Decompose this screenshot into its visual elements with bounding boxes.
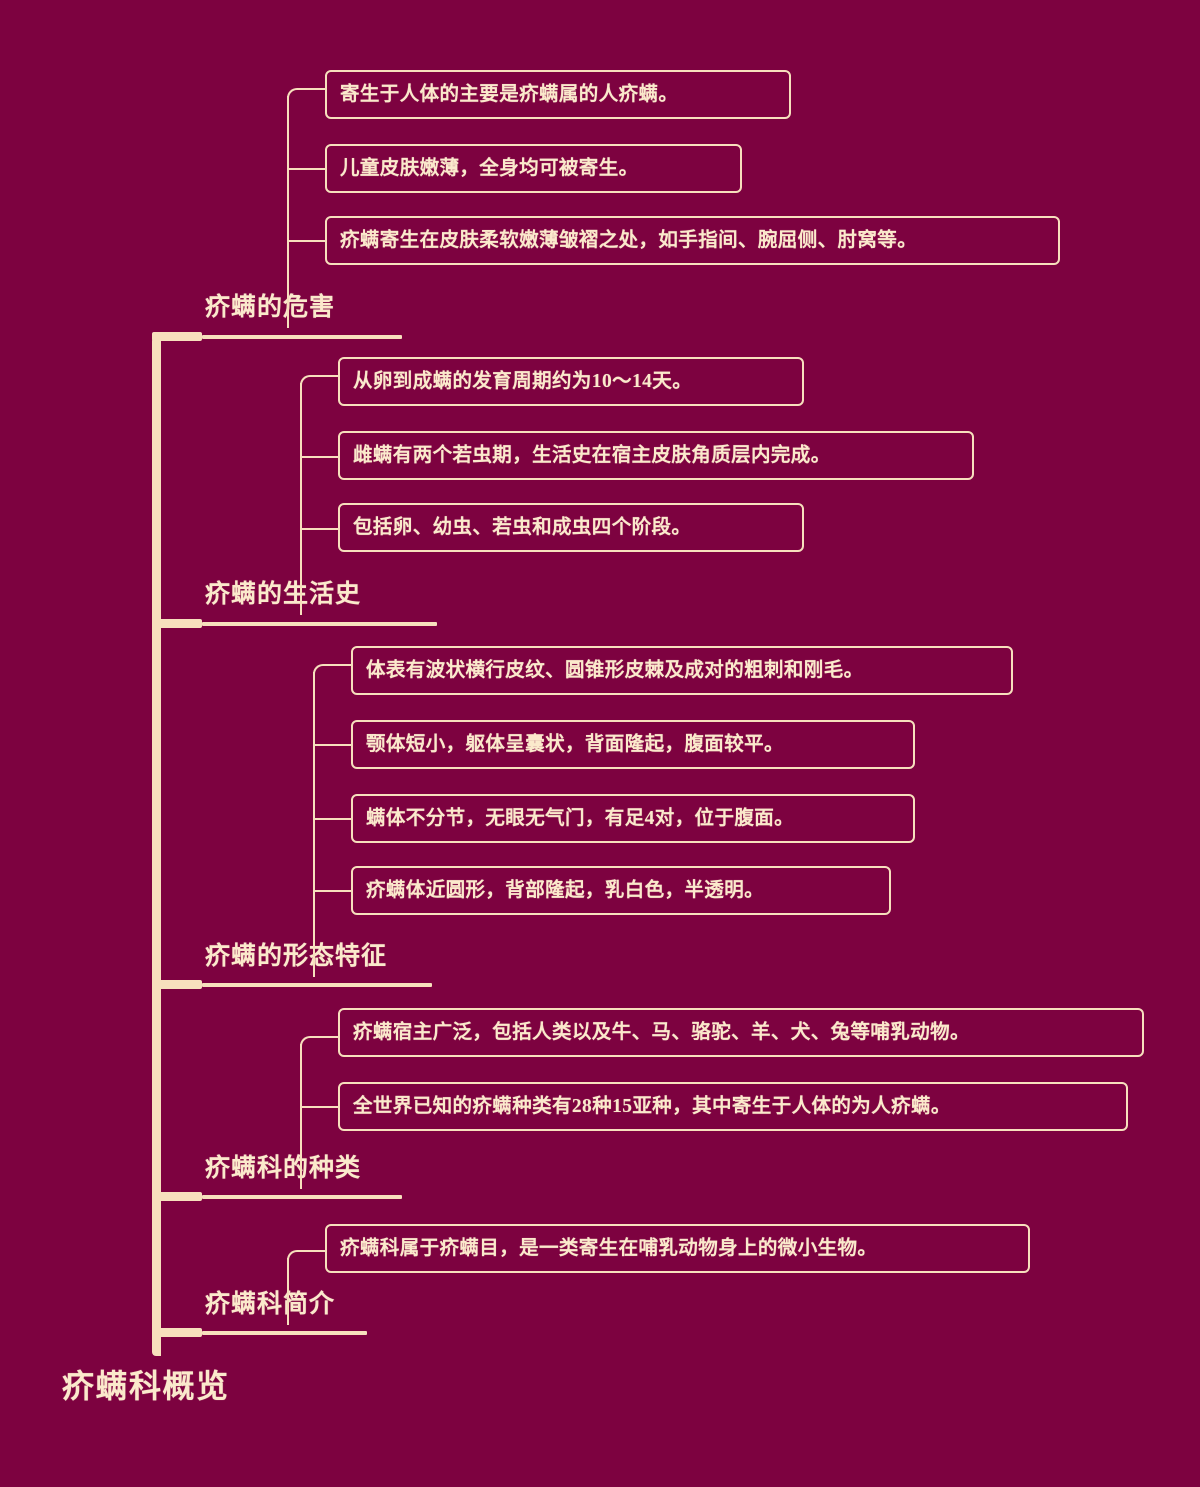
branch-subspine-4: [287, 1258, 289, 1325]
leaf-connector-2-3: [313, 890, 351, 892]
branch-stub-4: [152, 1328, 202, 1337]
main-trunk-spine: [152, 337, 161, 1356]
branch-subspine-0: [287, 96, 289, 328]
branch-subspine-cap-4: [287, 1250, 325, 1264]
leaf-node[interactable]: 颚体短小，躯体呈囊状，背面隆起，腹面较平。: [351, 720, 915, 769]
branch-subspine-3: [300, 1044, 302, 1189]
leaf-node[interactable]: 雌螨有两个若虫期，生活史在宿主皮肤角质层内完成。: [338, 431, 974, 480]
branch-subspine-cap-2: [313, 664, 351, 678]
leaf-connector-3-1: [300, 1106, 338, 1108]
leaf-connector-2-2: [313, 818, 351, 820]
branch-underline-0: [202, 335, 402, 339]
branch-underline-1: [202, 622, 437, 626]
branch-subspine-cap-1: [300, 375, 338, 389]
leaf-connector-0-2: [287, 240, 325, 242]
leaf-connector-0-1: [287, 168, 325, 170]
branch-label-0[interactable]: 疥螨的危害: [205, 294, 336, 321]
leaf-node[interactable]: 疥螨宿主广泛，包括人类以及牛、马、骆驼、羊、犬、兔等哺乳动物。: [338, 1008, 1144, 1057]
leaf-node[interactable]: 寄生于人体的主要是疥螨属的人疥螨。: [325, 70, 791, 119]
leaf-node[interactable]: 疥螨寄生在皮肤柔软嫩薄皱褶之处，如手指间、腕屈侧、肘窝等。: [325, 216, 1060, 265]
leaf-node[interactable]: 体表有波状横行皮纹、圆锥形皮棘及成对的粗刺和刚毛。: [351, 646, 1013, 695]
branch-stub-3: [152, 1192, 202, 1201]
leaf-connector-1-2: [300, 528, 338, 530]
leaf-node[interactable]: 全世界已知的疥螨种类有28种15亚种，其中寄生于人体的为人疥螨。: [338, 1082, 1128, 1131]
branch-label-4[interactable]: 疥螨科简介: [205, 1291, 336, 1318]
branch-label-3[interactable]: 疥螨科的种类: [205, 1155, 362, 1182]
branch-label-2[interactable]: 疥螨的形态特征: [205, 943, 388, 970]
branch-underline-2: [202, 983, 432, 987]
branch-underline-3: [202, 1195, 402, 1199]
leaf-connector-2-1: [313, 744, 351, 746]
branch-subspine-2: [313, 672, 315, 977]
branch-subspine-cap-0: [287, 88, 325, 102]
branch-subspine-1: [300, 383, 302, 615]
leaf-node[interactable]: 疥螨体近圆形，背部隆起，乳白色，半透明。: [351, 866, 891, 915]
branch-stub-1: [152, 619, 202, 628]
branch-subspine-cap-3: [300, 1036, 338, 1050]
leaf-node[interactable]: 儿童皮肤嫩薄，全身均可被寄生。: [325, 144, 742, 193]
leaf-node[interactable]: 螨体不分节，无眼无气门，有足4对，位于腹面。: [351, 794, 915, 843]
root-node-label[interactable]: 疥螨科概览: [62, 1368, 230, 1404]
leaf-node[interactable]: 从卵到成螨的发育周期约为10～14天。: [338, 357, 804, 406]
branch-stub-0: [152, 332, 202, 341]
branch-stub-2: [152, 980, 202, 989]
branch-label-1[interactable]: 疥螨的生活史: [205, 581, 362, 608]
branch-underline-4: [202, 1331, 367, 1335]
leaf-node[interactable]: 包括卵、幼虫、若虫和成虫四个阶段。: [338, 503, 804, 552]
leaf-connector-1-1: [300, 456, 338, 458]
leaf-node[interactable]: 疥螨科属于疥螨目，是一类寄生在哺乳动物身上的微小生物。: [325, 1224, 1030, 1273]
